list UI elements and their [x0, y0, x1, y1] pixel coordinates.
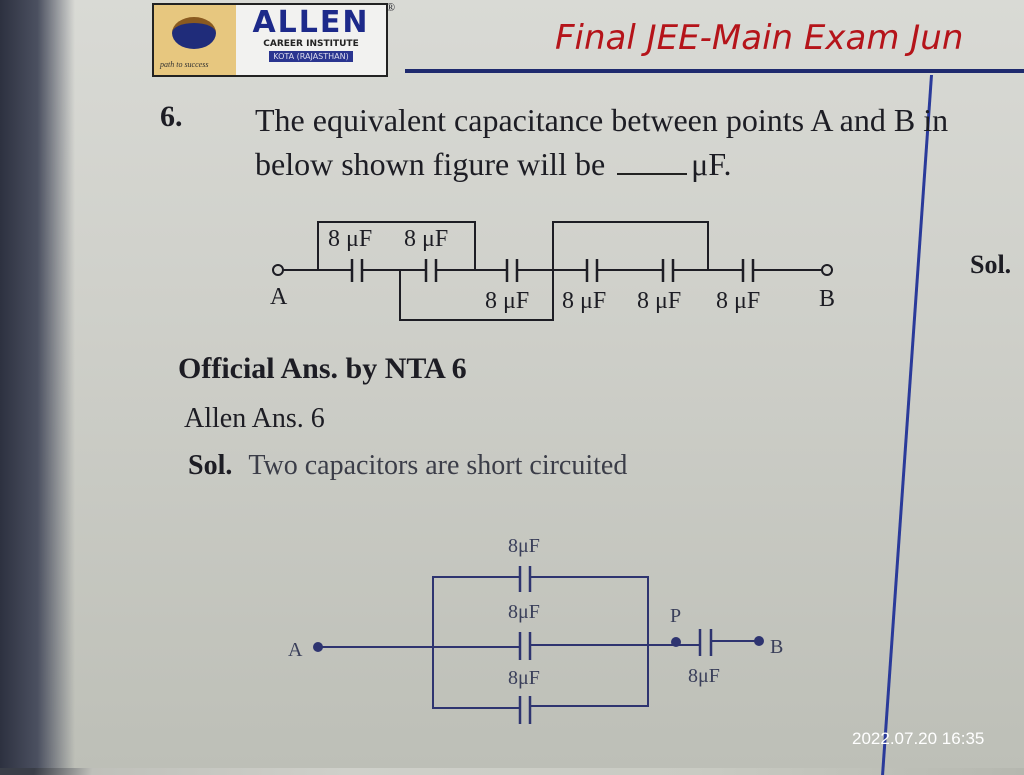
side-sol-label: Sol. — [970, 250, 1012, 279]
cap-label: 8 μF — [562, 288, 606, 314]
capacitor — [505, 259, 519, 282]
cap-label: 8μF — [508, 667, 540, 689]
cap-label: 8μF — [688, 665, 720, 687]
question-text: The equivalent capacitance between point… — [255, 98, 955, 186]
photo-timestamp: 2022.07.20 16:35 — [852, 729, 985, 748]
cap-label: 8 μF — [328, 226, 372, 252]
capacitor — [698, 629, 713, 656]
cap-label: 8 μF — [637, 288, 681, 314]
cap-label: 8 μF — [716, 288, 760, 314]
question-unit: μF. — [691, 146, 732, 182]
capacitor — [424, 259, 438, 282]
cap-label: 8 μF — [485, 288, 529, 314]
capacitor — [741, 259, 755, 282]
middle-wire — [318, 640, 759, 648]
terminal-a — [272, 264, 284, 276]
logo-location: KOTA (RAJASTHAN) — [269, 51, 353, 62]
node-a-label: A — [288, 639, 303, 661]
solution-line: Sol. Two capacitors are short circuited — [188, 450, 627, 482]
header-title: Final JEE-Main Exam Jun — [555, 18, 964, 58]
logo-subtitle: CAREER INSTITUTE — [263, 39, 359, 49]
logo-name: ALLEN — [252, 5, 370, 40]
answer-blank — [617, 173, 688, 175]
cap-label: 8μF — [508, 601, 540, 623]
node-b-label: B — [770, 636, 783, 658]
capacitors — [350, 259, 755, 282]
allen-answer: Allen Ans. 6 — [184, 403, 325, 434]
cap-label: 8μF — [508, 535, 540, 557]
node-p-label: P — [670, 605, 681, 627]
logo-tagline: path to success — [160, 60, 209, 69]
document-page — [20, 0, 1024, 768]
allen-logo: path to success ALLEN CAREER INSTITUTE K… — [152, 3, 388, 77]
question-number: 6. — [160, 100, 183, 133]
solution-text: Two capacitors are short circuited — [248, 450, 628, 481]
question-body: The equivalent capacitance between point… — [255, 102, 949, 182]
registered-mark: ® — [386, 0, 396, 14]
capacitor — [350, 259, 364, 282]
question-circuit: A B 8 μF 8 μF 8 μF 8 μF 8 μF 8 μF — [270, 221, 835, 321]
box-wire — [432, 576, 649, 709]
capacitor — [518, 632, 532, 660]
short-wire-1 — [317, 221, 476, 270]
screen-bezel — [0, 0, 75, 768]
solution-circuit: A B P 8μF 8μF 8μF 8μF — [288, 535, 783, 724]
terminal-b-label: B — [819, 286, 835, 312]
short-wire-2 — [399, 221, 709, 321]
capacitor — [518, 696, 532, 724]
graduation-cap-icon: path to success — [154, 5, 236, 75]
capacitor — [661, 259, 675, 282]
capacitor — [518, 566, 532, 592]
cap-label: 8 μF — [404, 226, 448, 252]
capacitors — [518, 566, 713, 724]
official-answer: Official Ans. by NTA 6 — [178, 352, 467, 385]
capacitor — [585, 259, 599, 282]
terminal-b — [821, 264, 833, 276]
header-divider — [405, 69, 1024, 73]
solution-label: Sol. — [188, 450, 233, 481]
terminal-a-label: A — [270, 284, 288, 310]
